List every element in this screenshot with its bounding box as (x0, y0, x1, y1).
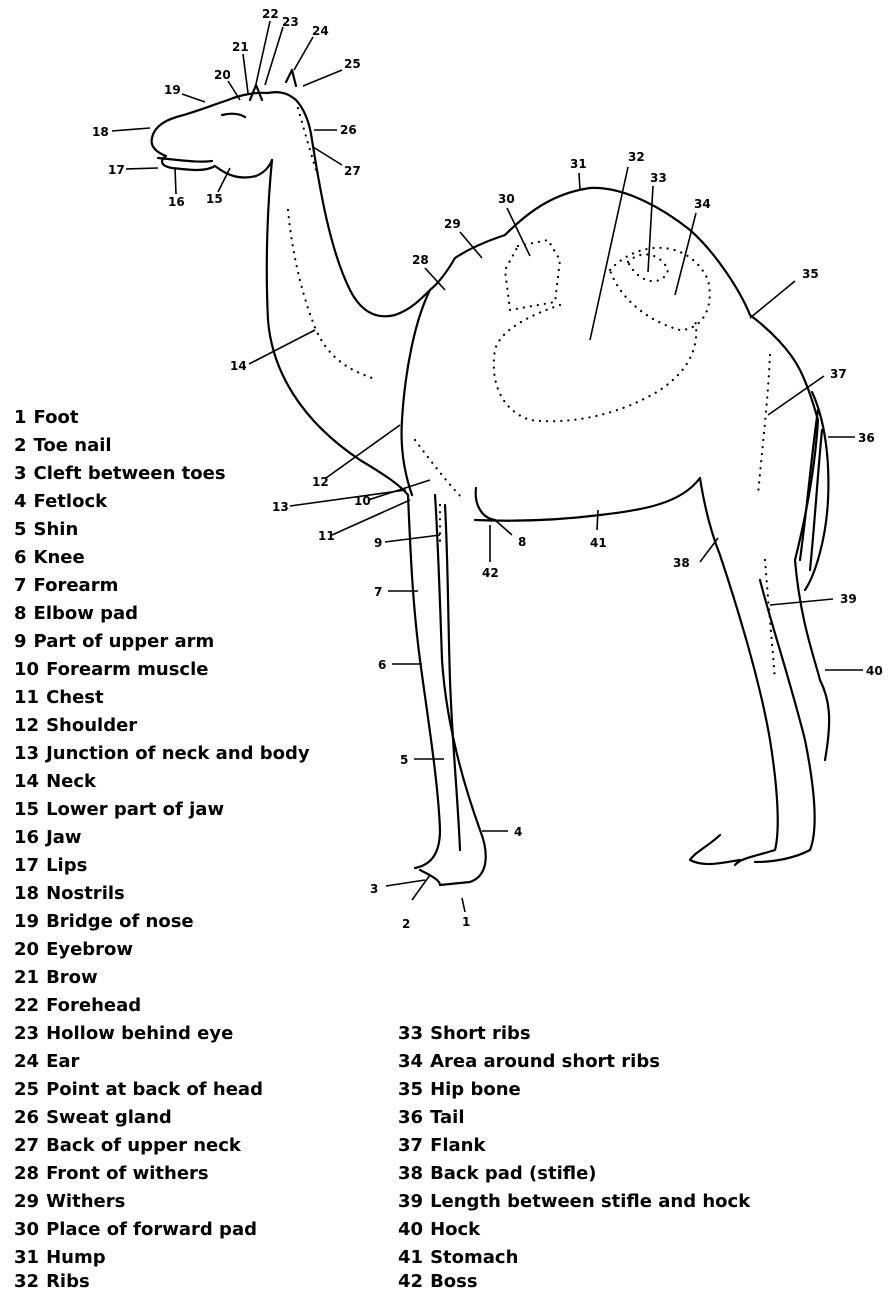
callout-42: 42 (482, 566, 499, 580)
callout-41: 41 (590, 536, 607, 550)
callout-6: 6 (378, 658, 386, 672)
callout-16: 16 (168, 195, 185, 209)
callout-10: 10 (354, 494, 371, 508)
callout-21: 21 (232, 40, 249, 54)
callout-32: 32 (628, 150, 645, 164)
callout-29: 29 (444, 217, 461, 231)
callout-34: 34 (694, 197, 711, 211)
callout-7: 7 (374, 585, 382, 599)
callout-22: 22 (262, 7, 279, 21)
callout-25: 25 (344, 57, 361, 71)
callout-38: 38 (673, 556, 690, 570)
callout-26: 26 (340, 123, 357, 137)
callout-15: 15 (206, 192, 223, 206)
callout-30: 30 (498, 192, 515, 206)
callout-17: 17 (108, 163, 125, 177)
callout-11: 11 (318, 529, 335, 543)
callout-40: 40 (866, 664, 883, 678)
callout-35: 35 (802, 267, 819, 281)
callout-14: 14 (230, 359, 247, 373)
callout-1: 1 (462, 915, 470, 929)
callout-8: 8 (518, 535, 526, 549)
callout-5: 5 (400, 753, 408, 767)
callout-24: 24 (312, 24, 329, 38)
callout-12: 12 (312, 475, 329, 489)
callout-4: 4 (514, 825, 522, 839)
callout-36: 36 (858, 431, 875, 445)
callout-2: 2 (402, 917, 410, 931)
callout-27: 27 (344, 164, 361, 178)
callout-19: 19 (164, 83, 181, 97)
callout-20: 20 (214, 68, 231, 82)
callout-9: 9 (374, 536, 382, 550)
callout-13: 13 (272, 500, 289, 514)
callout-28: 28 (412, 253, 429, 267)
callout-3: 3 (370, 882, 378, 896)
callout-37: 37 (830, 367, 847, 381)
callout-33: 33 (650, 171, 667, 185)
callout-18: 18 (92, 125, 109, 139)
callout-31: 31 (570, 157, 587, 171)
callout-39: 39 (840, 592, 857, 606)
callout-23: 23 (282, 15, 299, 29)
